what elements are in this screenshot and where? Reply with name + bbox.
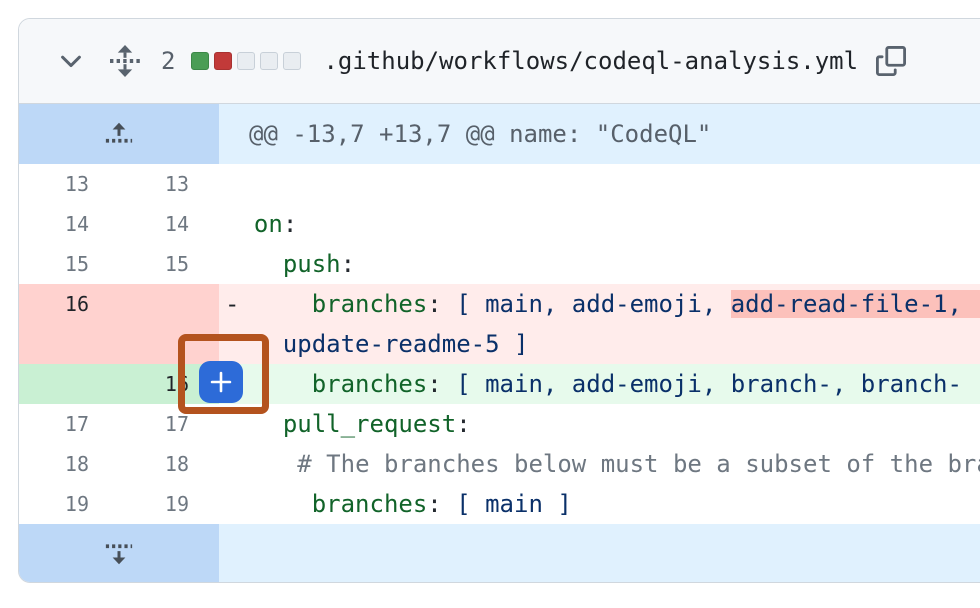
copy-path-button[interactable]: [876, 46, 907, 76]
code-token: branches: [311, 290, 428, 318]
code-token: :: [282, 210, 298, 238]
old-line-number[interactable]: [19, 364, 119, 404]
code-token: :: [427, 370, 442, 398]
add-comment-button[interactable]: [199, 361, 243, 403]
plus-icon: [210, 371, 232, 393]
diffstat-square-neutral: [237, 52, 256, 70]
code-token: branches: [311, 490, 428, 518]
code-token: :: [427, 290, 442, 318]
code-token: [254, 450, 297, 478]
old-line-number[interactable]: 14: [64, 212, 89, 236]
diff-row-context: 19 19 branches: [ main ]: [19, 484, 980, 524]
expander-space: [219, 524, 980, 582]
diffstat: [191, 52, 302, 70]
expander-row: [19, 524, 980, 582]
diff-marker: [225, 210, 254, 238]
diff-marker: [225, 410, 254, 438]
diffstat-square-neutral: [283, 52, 302, 70]
code-line-content[interactable]: push:: [219, 244, 980, 284]
code-token: [254, 490, 312, 518]
code-token: pull_request: [282, 410, 457, 438]
code-token: [ main ]: [441, 490, 572, 518]
new-line-number[interactable]: 13: [164, 172, 189, 196]
old-line-number[interactable]: 13: [64, 172, 89, 196]
diff-row-context: 18 18 # The branches below must be a subs…: [19, 444, 980, 484]
code-line-content[interactable]: [219, 164, 980, 204]
diff-row-context: 17 17 pull_request:: [19, 404, 980, 444]
diff-rows: 13 13 14 14 on: 15 15 push: 16 - branches: [ m…: [19, 164, 980, 524]
diff-marker: [225, 490, 254, 518]
file-path: .github/workflows/codeql-analysis.yml: [323, 47, 859, 75]
code-token: [254, 370, 312, 398]
expand-down-button[interactable]: [19, 524, 219, 582]
old-line-number[interactable]: 16: [19, 284, 119, 364]
diff-row-context: 14 14 on:: [19, 204, 980, 244]
code-token: add-read-file-1,: [730, 290, 980, 318]
old-line-number[interactable]: 15: [64, 252, 89, 276]
code-token: :: [456, 410, 471, 438]
code-token: :: [427, 490, 442, 518]
expand-up-button[interactable]: [19, 104, 219, 164]
new-line-number[interactable]: [119, 284, 219, 364]
diffstat-square-deleted: [214, 52, 233, 70]
diff-marker: [225, 450, 254, 478]
diff-row-context: 13 13: [19, 164, 980, 204]
diff-marker: [225, 330, 254, 358]
diffstat-square-neutral: [260, 52, 279, 70]
code-token: push: [282, 250, 341, 278]
code-token: :: [340, 250, 356, 278]
code-token: [254, 410, 283, 438]
code-line-content[interactable]: branches: [ main ]: [219, 484, 980, 524]
code-line-content[interactable]: on:: [219, 204, 980, 244]
diff-row-context: 15 15 push:: [19, 244, 980, 284]
hunk-row: @@ -13,7 +13,7 @@ name: "CodeQL": [19, 104, 980, 164]
code-token: update-readme-5 ]: [253, 330, 529, 358]
diff-marker: [225, 250, 254, 278]
copy-icon: [876, 46, 907, 76]
code-token: [ main, add-emoji, branch-, branch-: [441, 370, 962, 398]
collapse-file-button[interactable]: [57, 47, 85, 75]
diff-marker: -: [225, 290, 254, 318]
code-line-content[interactable]: + branches: [ main, add-emoji, branch-, …: [219, 364, 980, 404]
expand-down-icon: [105, 544, 133, 565]
diff-file-card: 2 .github/workflows/codeql-analysis.yml …: [18, 18, 980, 583]
old-line-number[interactable]: 18: [64, 452, 89, 476]
code-token: on: [253, 210, 283, 238]
new-line-number[interactable]: 15: [164, 252, 189, 276]
expand-up-icon: [105, 122, 133, 143]
code-token: [254, 250, 283, 278]
chevron-down-icon: [61, 55, 81, 68]
new-line-number[interactable]: 18: [164, 452, 189, 476]
diffstat-square-added: [191, 52, 210, 70]
code-token: [254, 290, 312, 318]
code-token: [ main, add-emoji,: [441, 290, 731, 318]
drag-vertical-icon: [110, 45, 140, 77]
new-line-number[interactable]: 19: [164, 492, 189, 516]
lines-changed-count: 2: [161, 47, 176, 75]
code-line-content[interactable]: # The branches below must be a subset of…: [219, 444, 980, 484]
new-line-number[interactable]: 14: [164, 212, 189, 236]
diff-marker: [225, 170, 254, 198]
code-line-content[interactable]: - branches: [ main, add-emoji, add-read-…: [219, 284, 980, 364]
hunk-header-text: @@ -13,7 +13,7 @@ name: "CodeQL": [219, 104, 980, 164]
code-token: branches: [311, 370, 428, 398]
diff-row-deleted: 16 - branches: [ main, add-emoji, add-rea…: [19, 284, 980, 364]
new-line-number[interactable]: 17: [164, 412, 189, 436]
old-line-number[interactable]: 19: [64, 492, 89, 516]
drag-file-handle[interactable]: [109, 44, 141, 78]
diff-file-header: 2 .github/workflows/codeql-analysis.yml: [19, 19, 980, 104]
code-line-content[interactable]: pull_request:: [219, 404, 980, 444]
code-token: # The branches below must be a subset of…: [297, 450, 980, 478]
old-line-number[interactable]: 17: [64, 412, 89, 436]
diff-row-added: 16+ branches: [ main, add-emoji, branch-…: [19, 364, 980, 404]
